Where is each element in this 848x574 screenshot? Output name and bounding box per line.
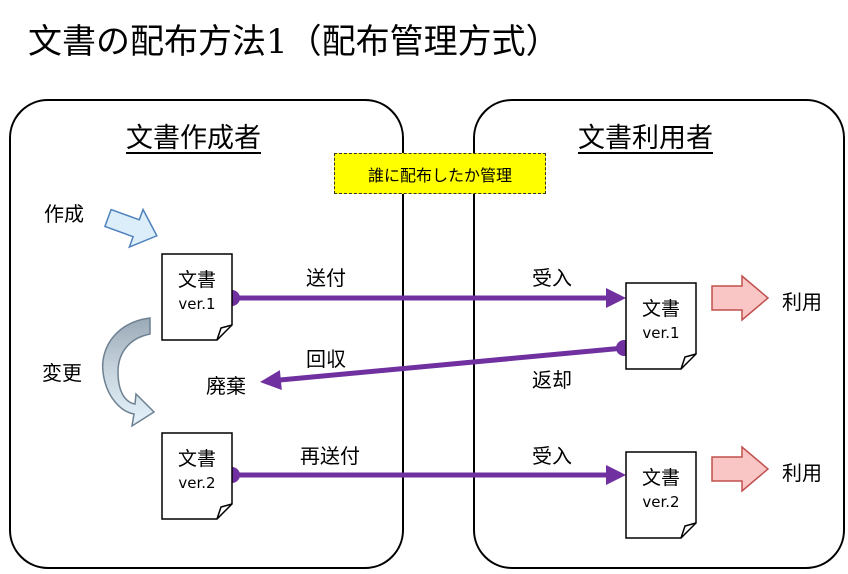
discard-label: 廃棄 — [206, 374, 246, 398]
change-label: 変更 — [42, 361, 82, 385]
management-note: 誰に配布したか管理 — [334, 153, 546, 194]
user-document-v1: 文書 ver.1 — [625, 282, 697, 370]
document-title: 文書 — [641, 467, 680, 489]
document-title: 文書 — [177, 448, 216, 470]
use-label-1: 利用 — [782, 290, 822, 314]
create-arrow-icon — [103, 207, 158, 249]
use-arrow-2-icon — [711, 445, 770, 493]
send-label: 送付 — [306, 266, 346, 290]
page-title: 文書の配布方法1（配布管理方式） — [28, 22, 560, 62]
document-version: ver.1 — [642, 324, 680, 342]
document-title: 文書 — [177, 269, 216, 291]
use-label-2: 利用 — [782, 461, 822, 485]
document-title: 文書 — [641, 298, 680, 320]
document-version: ver.1 — [178, 295, 216, 313]
user-document-v2: 文書 ver.2 — [625, 451, 697, 539]
user-panel-title: 文書利用者 — [578, 123, 713, 154]
creator-panel-title: 文書作成者 — [126, 123, 261, 154]
create-label: 作成 — [44, 202, 84, 226]
document-icon — [161, 253, 233, 341]
creator-document-v2: 文書 ver.2 — [161, 432, 233, 520]
send-flow-arrow — [224, 288, 626, 308]
change-curved-arrow-icon — [101, 317, 156, 428]
user-panel-frame — [473, 99, 845, 569]
creator-panel-frame — [9, 99, 404, 569]
receive-label-2: 受入 — [532, 444, 572, 468]
document-icon — [161, 432, 233, 520]
creator-document-v1: 文書 ver.1 — [161, 253, 233, 341]
document-icon — [625, 451, 697, 539]
return-label: 返却 — [532, 368, 572, 392]
use-arrow-1-icon — [711, 274, 770, 322]
document-version: ver.2 — [178, 474, 216, 492]
document-version: ver.2 — [642, 493, 680, 511]
document-icon — [625, 282, 697, 370]
recover-label: 回収 — [306, 347, 346, 371]
receive-label-1: 受入 — [532, 266, 572, 290]
resend-label: 再送付 — [300, 444, 360, 468]
